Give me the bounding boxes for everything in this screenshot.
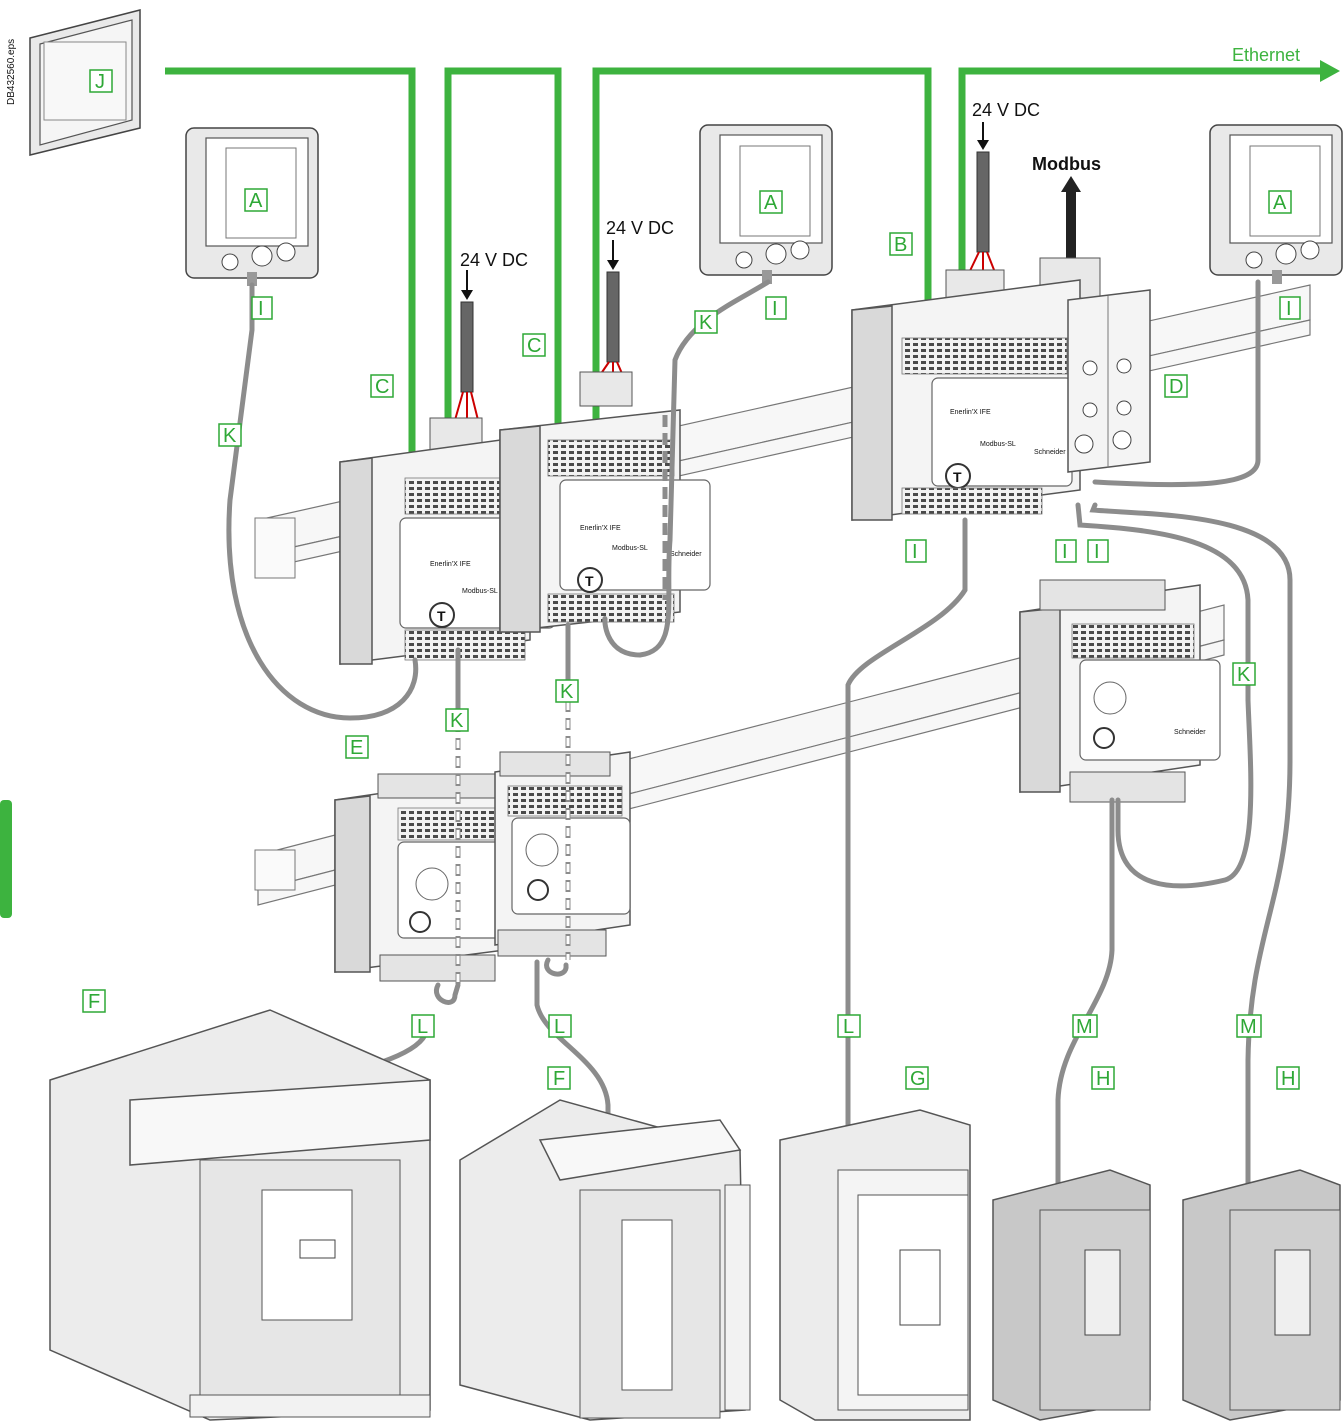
svg-text:K: K [450,710,464,732]
marker-m-2: M [1237,1015,1261,1038]
dc-label-3: 24 V DC [972,100,1040,120]
svg-text:L: L [843,1016,854,1038]
svg-text:T: T [437,608,446,624]
svg-text:H: H [1281,1068,1295,1090]
svg-text:E: E [350,737,363,759]
dc-supply-2 [580,240,632,406]
module-c-left-product: Enerlin'X IFE [430,561,471,568]
module-c-right-product: Enerlin'X IFE [580,525,621,532]
svg-text:B: B [894,234,907,256]
marker-a-middle: A [760,191,782,214]
side-tab [0,800,12,918]
svg-text:H: H [1096,1068,1110,1090]
svg-text:I: I [772,298,778,320]
svg-text:T: T [953,469,962,485]
marker-a-left: A [245,189,267,212]
marker-e: E [346,736,368,759]
modbus-output [1040,176,1100,298]
marker-c-left: C [371,375,393,398]
module-e-right [495,752,630,956]
svg-text:K: K [699,312,713,334]
dc-label-1: 24 V DC [460,250,528,270]
svg-text:L: L [417,1016,428,1038]
eps-id: DB432560.eps [6,39,17,105]
marker-l-3: L [838,1015,860,1038]
svg-text:T: T [585,573,594,589]
svg-text:A: A [764,192,778,214]
svg-text:F: F [88,991,100,1013]
marker-h-1: H [1092,1067,1114,1090]
breaker-h-left [993,1170,1150,1420]
breaker-g [780,1110,970,1420]
marker-k-3: K [446,709,468,732]
dc-supply-3 [946,122,1004,306]
marker-i-2: I [766,297,786,320]
module-b-brand: Schneider [1034,449,1066,456]
svg-text:F: F [553,1068,565,1090]
breaker-h-right [1183,1170,1340,1420]
marker-j: J [90,70,112,93]
marker-k-1: K [219,424,241,447]
breaker-f-right [460,1100,750,1420]
marker-i-4: I [906,540,926,563]
svg-text:I: I [1286,298,1292,320]
svg-text:K: K [1237,664,1251,686]
svg-text:K: K [560,681,574,703]
svg-text:D: D [1169,376,1183,398]
module-c-right-modbus: Modbus-SL [612,545,648,552]
touch-display-j [30,10,140,155]
dc-supply-1 [430,270,482,452]
marker-k-5: K [1233,663,1255,686]
dc-label-2: 24 V DC [606,218,674,238]
module-c-right: T Schneider Enerlin'X IFE Modbus-SL [500,410,710,632]
marker-c-right: C [523,334,545,357]
module-e-left [335,774,518,981]
module-b-product: Enerlin'X IFE [950,409,991,416]
svg-text:M: M [1076,1016,1093,1038]
module-io-right-brand: Schneider [1174,729,1206,736]
svg-text:C: C [375,376,389,398]
marker-d: D [1165,375,1187,398]
marker-m-1: M [1073,1015,1097,1038]
breaker-f-left [50,1010,430,1420]
marker-k-2: K [695,311,717,334]
svg-text:I: I [258,298,264,320]
modbus-label: Modbus [1032,154,1101,174]
marker-h-2: H [1277,1067,1299,1090]
marker-g: G [906,1067,928,1090]
svg-text:A: A [249,190,263,212]
marker-l-2: L [549,1015,571,1038]
marker-f-1: F [83,990,105,1013]
marker-l-1: L [412,1015,434,1038]
svg-text:I: I [912,541,918,563]
svg-text:C: C [527,335,541,357]
marker-a-right: A [1269,191,1291,214]
svg-text:L: L [554,1016,565,1038]
svg-text:G: G [910,1068,926,1090]
module-b-modbus: Modbus-SL [980,441,1016,448]
svg-text:A: A [1273,192,1287,214]
svg-text:J: J [95,71,105,93]
svg-text:I: I [1062,541,1068,563]
svg-text:K: K [223,425,237,447]
module-c-left-modbus: Modbus-SL [462,588,498,595]
marker-b: B [890,233,912,256]
ethernet-arrow [1320,60,1340,82]
marker-i-1: I [252,297,272,320]
ethernet-label: Ethernet [1232,45,1300,65]
module-io-right: Schneider [1020,580,1220,802]
svg-text:M: M [1240,1016,1257,1038]
marker-k-4: K [556,680,578,703]
module-c-right-brand: Schneider [670,551,702,558]
marker-i-5: I [1056,540,1076,563]
module-b: T Schneider Enerlin'X IFE Modbus-SL [852,280,1080,520]
marker-f-2: F [548,1067,570,1090]
marker-i-3: I [1280,297,1300,320]
module-d [1068,290,1150,472]
svg-text:I: I [1094,541,1100,563]
marker-i-6: I [1088,540,1108,563]
